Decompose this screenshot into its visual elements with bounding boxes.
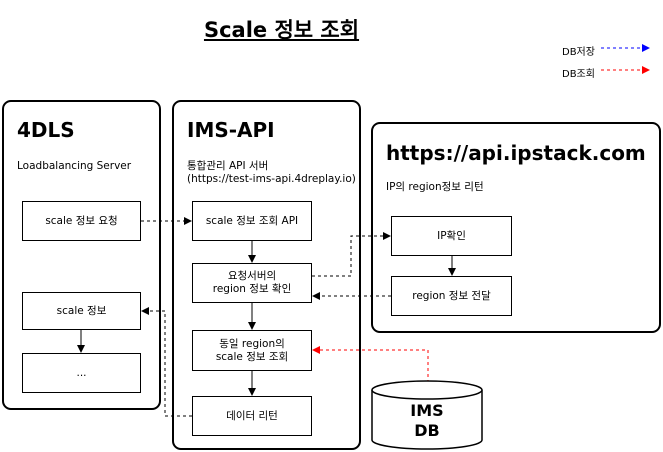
node-ip-check: IP확인: [391, 216, 512, 256]
node-requester-region: 요청서버의 region 정보 확인: [192, 263, 312, 303]
db-label: IMS DB: [410, 401, 444, 440]
container-4dls-title: 4DLS: [17, 118, 75, 142]
legend-save-label: DB저장: [562, 47, 595, 58]
page-title: Scale 정보 조회: [203, 18, 360, 42]
node-data-return: 데이터 리턴: [192, 396, 312, 436]
node-same-region: 동일 region의 scale 정보 조회: [192, 330, 312, 371]
node-scale-lookup-api: scale 정보 조회 API: [192, 201, 312, 241]
node-region-deliver: region 정보 전달: [391, 276, 512, 316]
node-scale-request: scale 정보 요청: [22, 201, 141, 241]
container-ims-api-subtitle: 통합관리 API 서버 (https://test-ims-api.4drepl…: [187, 160, 356, 185]
container-ipstack-subtitle: IP의 region정보 리턴: [386, 181, 484, 193]
container-ipstack-title: https://api.ipstack.com: [386, 141, 646, 165]
node-scale-info: scale 정보: [22, 292, 141, 330]
node-ellipsis: ...: [22, 353, 141, 393]
legend-read-label: DB조회: [562, 69, 595, 80]
container-4dls-subtitle: Loadbalancing Server: [17, 160, 132, 172]
container-ims-api-title: IMS-API: [187, 118, 275, 142]
